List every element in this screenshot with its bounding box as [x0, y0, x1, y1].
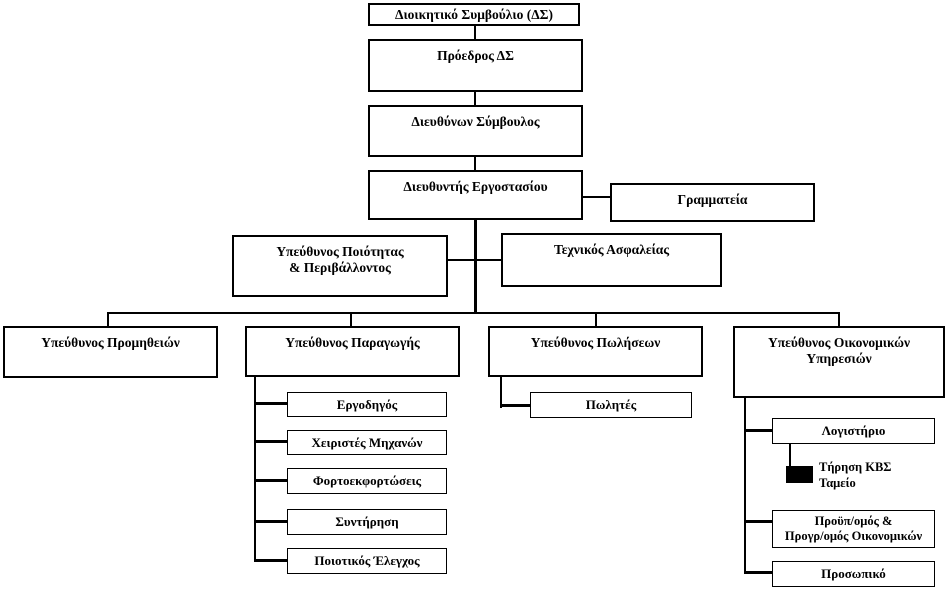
node-president: Πρόεδρος ΔΣ [368, 39, 583, 92]
connector-president-md [474, 92, 476, 106]
connector-main-horizontal [107, 312, 840, 314]
node-budget: Προϋπ/ομός & Προγρ/ομός Οικονομικών [772, 510, 935, 548]
connector-production-spine [254, 377, 256, 562]
connector-maintenance [254, 520, 287, 523]
connector-budget [744, 520, 772, 523]
node-salespeople: Πωλητές [530, 392, 692, 418]
connector-salespeople [500, 404, 530, 407]
node-quality-control: Ποιοτικός Έλεγχος [287, 548, 447, 574]
connector-quality-safety [448, 259, 502, 261]
node-finance: Υπεύθυνος Οικονομικών Υπηρεσιών [733, 326, 945, 398]
connector-stub-procurement [107, 312, 109, 327]
node-board: Διοικητικό Συμβούλιο (ΔΣ) [368, 3, 580, 26]
node-production: Υπεύθυνος Παραγωγής [245, 326, 460, 377]
label-kbs-cash: Τήρηση ΚΒΣ Ταμείο [819, 460, 892, 490]
connector-sales-spine [500, 377, 502, 408]
node-loading-unloading: Φορτοεκφορτώσεις [287, 468, 447, 494]
connector-finance-spine [744, 398, 746, 574]
connector-foreman [254, 402, 287, 405]
connector-board-president [474, 26, 476, 40]
connector-loading [254, 479, 287, 482]
kbs-filled-marker-icon [786, 466, 813, 483]
connector-machine-operators [254, 440, 287, 443]
connector-stub-production [350, 312, 352, 327]
connector-personnel [744, 571, 772, 574]
node-quality-environment: Υπεύθυνος Ποιότητας & Περιβάλλοντος [232, 235, 448, 297]
node-sales: Υπεύθυνος Πωλήσεων [488, 326, 703, 377]
node-managing-director: Διευθύνων Σύμβουλος [368, 105, 583, 157]
connector-stub-sales [595, 312, 597, 327]
node-maintenance: Συντήρηση [287, 509, 447, 535]
connector-quality-control [254, 559, 287, 562]
connector-md-factory [474, 157, 476, 171]
node-personnel: Προσωπικό [772, 561, 935, 587]
connector-secretariat [581, 196, 611, 198]
node-factory-director: Διευθυντής Εργοστασίου [368, 170, 583, 220]
connector-factory-trunk [474, 220, 477, 314]
connector-accounting-kbs [789, 444, 791, 470]
node-foreman: Εργοδηγός [287, 392, 447, 417]
node-safety-technician: Τεχνικός Ασφαλείας [501, 233, 722, 287]
node-procurement: Υπεύθυνος Προμηθειών [3, 326, 218, 378]
node-machine-operators: Χειριστές Μηχανών [287, 430, 447, 455]
node-accounting: Λογιστήριο [772, 418, 935, 444]
node-secretariat: Γραμματεία [610, 183, 815, 222]
connector-stub-finance [838, 312, 840, 327]
connector-accounting [744, 429, 772, 432]
